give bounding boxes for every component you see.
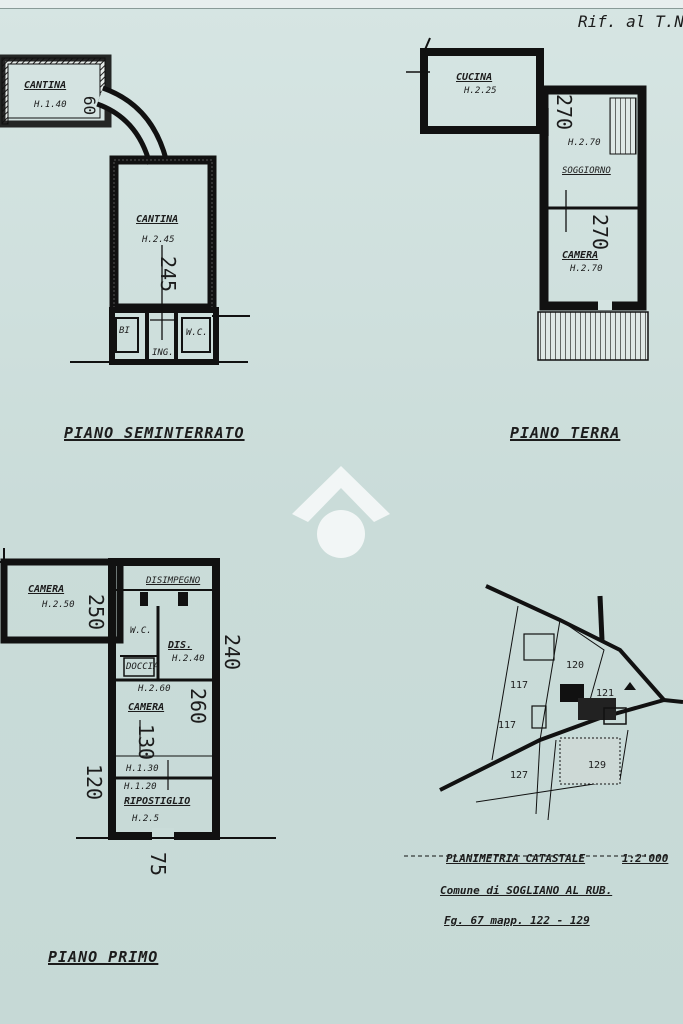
room-camera-first-height: H.2.60 <box>138 684 171 694</box>
floor-title-ground: PIANO TERRA <box>510 424 621 442</box>
room-doccia: DOCCIA <box>126 662 159 672</box>
dim-120: 120 <box>82 763 107 801</box>
room-camera-left-height: H.2.50 <box>42 600 75 610</box>
room-soggiorno: SOGGIORNO <box>562 166 611 176</box>
house-logo-watermark <box>292 466 390 558</box>
room-disimpegno: DISIMPEGNO <box>146 576 201 586</box>
parcel-label-6: 117 <box>498 720 517 731</box>
parcel-label-2: 117 <box>510 680 529 691</box>
room-h120: H.1.20 <box>124 782 157 792</box>
parcel-label-4: 129 <box>588 760 607 771</box>
dim-250: 250 <box>84 593 109 631</box>
top-edge <box>0 0 683 9</box>
dim-75: 75 <box>146 851 171 877</box>
cadastral-map <box>439 584 683 821</box>
room-camera-first: CAMERA <box>128 702 165 713</box>
room-bi: BI <box>119 326 130 336</box>
dim-270-mid: 270 <box>588 213 613 251</box>
room-dis: DIS. <box>168 640 193 651</box>
room-cantina-top-height: H.1.40 <box>34 100 67 110</box>
room-ripostiglio: RIPOSTIGLIO <box>124 796 191 807</box>
room-camera-ground-height: H.2.70 <box>570 264 603 274</box>
room-wc-semi: W.C. <box>186 328 208 338</box>
room-soggiorno-height: H.2.70 <box>568 138 601 148</box>
dim-130: 130 <box>134 723 159 761</box>
room-cucina-height: H.2.25 <box>464 86 497 96</box>
room-cucina: CUCINA <box>456 72 493 83</box>
room-ripostiglio-height: H.2.5 <box>132 814 160 824</box>
plan-ground <box>406 37 649 361</box>
floor-title-first: PIANO PRIMO <box>48 948 159 966</box>
room-ingresso: ING. <box>152 348 174 358</box>
dim-240: 240 <box>220 633 245 671</box>
room-camera-ground: CAMERA <box>562 250 599 261</box>
plan-semi <box>0 54 250 365</box>
room-h130: H.1.30 <box>126 764 159 774</box>
room-camera-left: CAMERA <box>28 584 65 595</box>
room-dis-height: H.2.40 <box>172 654 205 664</box>
room-wc-first: W.C. <box>130 626 152 636</box>
dim-270-top: 270 <box>552 93 577 131</box>
parcel-label-5: 121 <box>596 688 615 699</box>
room-cantina-top: CANTINA <box>24 80 67 91</box>
cadastral-scale: 1:2'000 <box>622 852 669 865</box>
floor-title-semi: PIANO SEMINTERRATO <box>64 424 245 442</box>
cadastral-title: PLANIMETRIA CATASTALE <box>446 852 586 865</box>
dim-60: 60 <box>80 95 100 116</box>
plan-first <box>0 548 276 840</box>
room-cantina-main: CANTINA <box>136 214 179 225</box>
cadastral-foglio: Fg. 67 mapp. 122 - 129 <box>444 914 590 927</box>
dim-245: 245 <box>156 255 181 293</box>
room-cantina-main-height: H.2.45 <box>142 235 175 245</box>
reference-note: Rif. al T.N. <box>578 12 683 31</box>
parcel-label-3: 127 <box>510 770 529 781</box>
cadastral-comune: Comune di SOGLIANO AL RUB. <box>440 884 613 897</box>
dim-260: 260 <box>186 687 211 725</box>
parcel-label-1: 120 <box>566 660 585 671</box>
